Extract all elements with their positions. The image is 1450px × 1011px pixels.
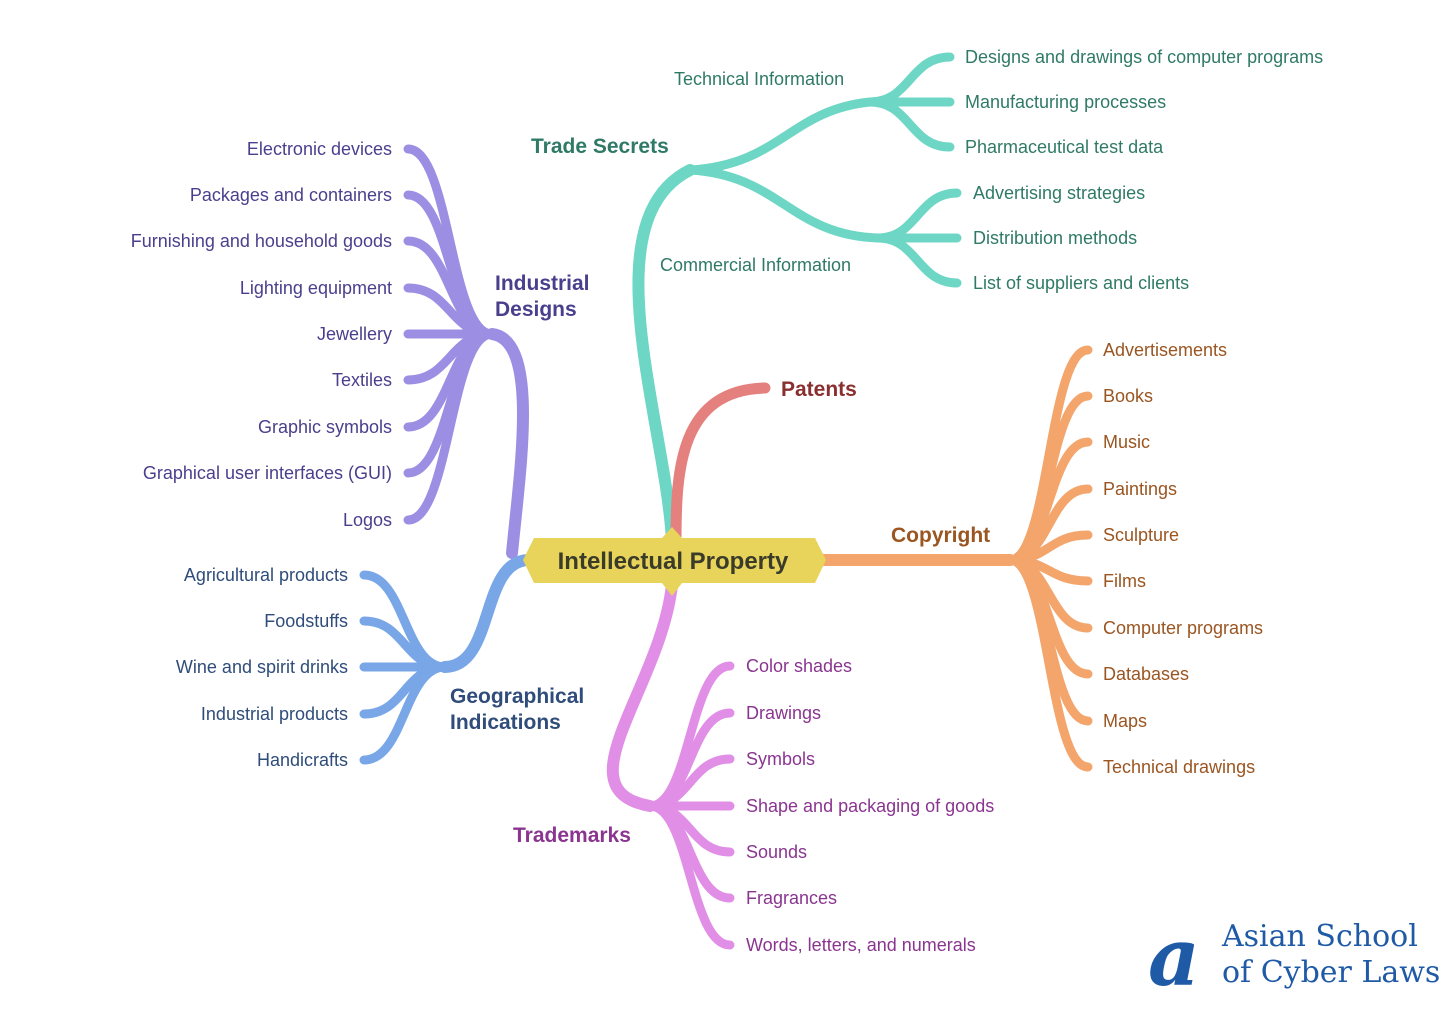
logo-line1: Asian School <box>1221 919 1418 954</box>
trademark-item-label: Shape and packaging of goods <box>746 796 994 816</box>
patents-branch: Patents <box>670 378 857 546</box>
trademark-item-label: Words, letters, and numerals <box>746 935 976 955</box>
commercial-info-connector <box>685 165 883 243</box>
trademark-item-label: Sounds <box>746 842 807 862</box>
trademark-item-label: Symbols <box>746 749 815 769</box>
geographical-indication-item-label: Handicrafts <box>257 750 348 770</box>
copyright-item-label: Sculpture <box>1103 525 1179 545</box>
geographical-indication-item-spoke <box>359 662 450 765</box>
industrial-design-item-label: Textiles <box>332 370 392 390</box>
commercial-info-item-label: Advertising strategies <box>973 183 1145 203</box>
copyright-item-label: Films <box>1103 571 1146 591</box>
trademark-item-label: Color shades <box>746 656 852 676</box>
geographical-indication-item-label: Wine and spirit drinks <box>176 657 348 677</box>
industrial-design-item-label: Graphical user interfaces (GUI) <box>143 463 392 483</box>
industrial-design-item-spoke <box>403 329 497 525</box>
commercial-information-title: Commercial Information <box>660 255 851 275</box>
copyright-item-label: Books <box>1103 386 1153 406</box>
copyright-item-label: Maps <box>1103 711 1147 731</box>
industrial-design-item-label: Electronic devices <box>247 139 392 159</box>
copyright-item-label: Music <box>1103 432 1150 452</box>
logo-mark-icon: a <box>1148 910 1200 1004</box>
copyright-branch: AdvertisementsBooksMusicPaintingsSculptu… <box>809 340 1263 777</box>
industrial-designs-title-line2: Designs <box>495 298 577 321</box>
technical-info-item-label: Manufacturing processes <box>965 92 1166 112</box>
industrial-design-item-label: Furnishing and household goods <box>131 231 392 251</box>
trademark-item-label: Drawings <box>746 703 821 723</box>
copyright-item-label: Paintings <box>1103 479 1177 499</box>
copyright-title: Copyright <box>891 524 990 547</box>
industrial-designs-title-line1: Industrial <box>495 272 590 295</box>
geographical-indications-title-line2: Indications <box>450 711 561 734</box>
copyright-item-label: Computer programs <box>1103 618 1263 638</box>
technical-information-title: Technical Information <box>674 69 844 89</box>
center-node[interactable]: Intellectual Property <box>523 527 826 596</box>
geographical-indications-connector <box>439 554 534 673</box>
trade-secrets-connector <box>632 164 696 546</box>
technical-info-item-label: Designs and drawings of computer program… <box>965 47 1323 67</box>
industrial-design-item-label: Lighting equipment <box>240 278 392 298</box>
geographical-indication-item-label: Industrial products <box>201 704 348 724</box>
geographical-indication-item-label: Agricultural products <box>184 565 348 585</box>
technical-info-item-label: Pharmaceutical test data <box>965 137 1164 157</box>
technical-info-connector <box>685 97 875 175</box>
technical-info-item-spoke <box>865 97 955 152</box>
industrial-designs-connector <box>486 328 529 559</box>
trademark-item-label: Fragrances <box>746 888 837 908</box>
copyright-item-spoke <box>1005 555 1093 772</box>
asian-school-logo: a Asian School of Cyber Laws <box>1148 910 1440 1004</box>
geographical-indications-title-line1: Geographical <box>450 685 584 708</box>
industrial-design-item-label: Packages and containers <box>190 185 392 205</box>
logo-line2: of Cyber Laws <box>1222 955 1440 990</box>
trade-secrets-branch: Designs and drawings of computer program… <box>531 47 1323 546</box>
commercial-info-item-spoke <box>873 233 962 288</box>
center-node-label: Intellectual Property <box>558 548 789 575</box>
trademarks-title: Trademarks <box>513 824 631 847</box>
geographical-indication-item-label: Foodstuffs <box>264 611 348 631</box>
copyright-item-label: Databases <box>1103 664 1189 684</box>
technical-info-item-spoke <box>865 52 955 107</box>
industrial-design-item-label: Graphic symbols <box>258 417 392 437</box>
copyright-item-label: Technical drawings <box>1103 757 1255 777</box>
copyright-item-label: Advertisements <box>1103 340 1227 360</box>
commercial-info-item-label: Distribution methods <box>973 228 1137 248</box>
trademark-item-spoke <box>645 801 735 950</box>
industrial-design-item-label: Logos <box>343 510 392 530</box>
commercial-info-item-label: List of suppliers and clients <box>973 273 1189 293</box>
center-node-shape <box>523 527 826 596</box>
patents-connector <box>670 382 771 546</box>
trade-secrets-title: Trade Secrets <box>531 135 669 158</box>
commercial-info-item-spoke <box>873 188 962 243</box>
industrial-design-item-label: Jewellery <box>317 324 392 344</box>
trademarks-connector <box>606 579 678 812</box>
patents-title: Patents <box>781 378 857 401</box>
